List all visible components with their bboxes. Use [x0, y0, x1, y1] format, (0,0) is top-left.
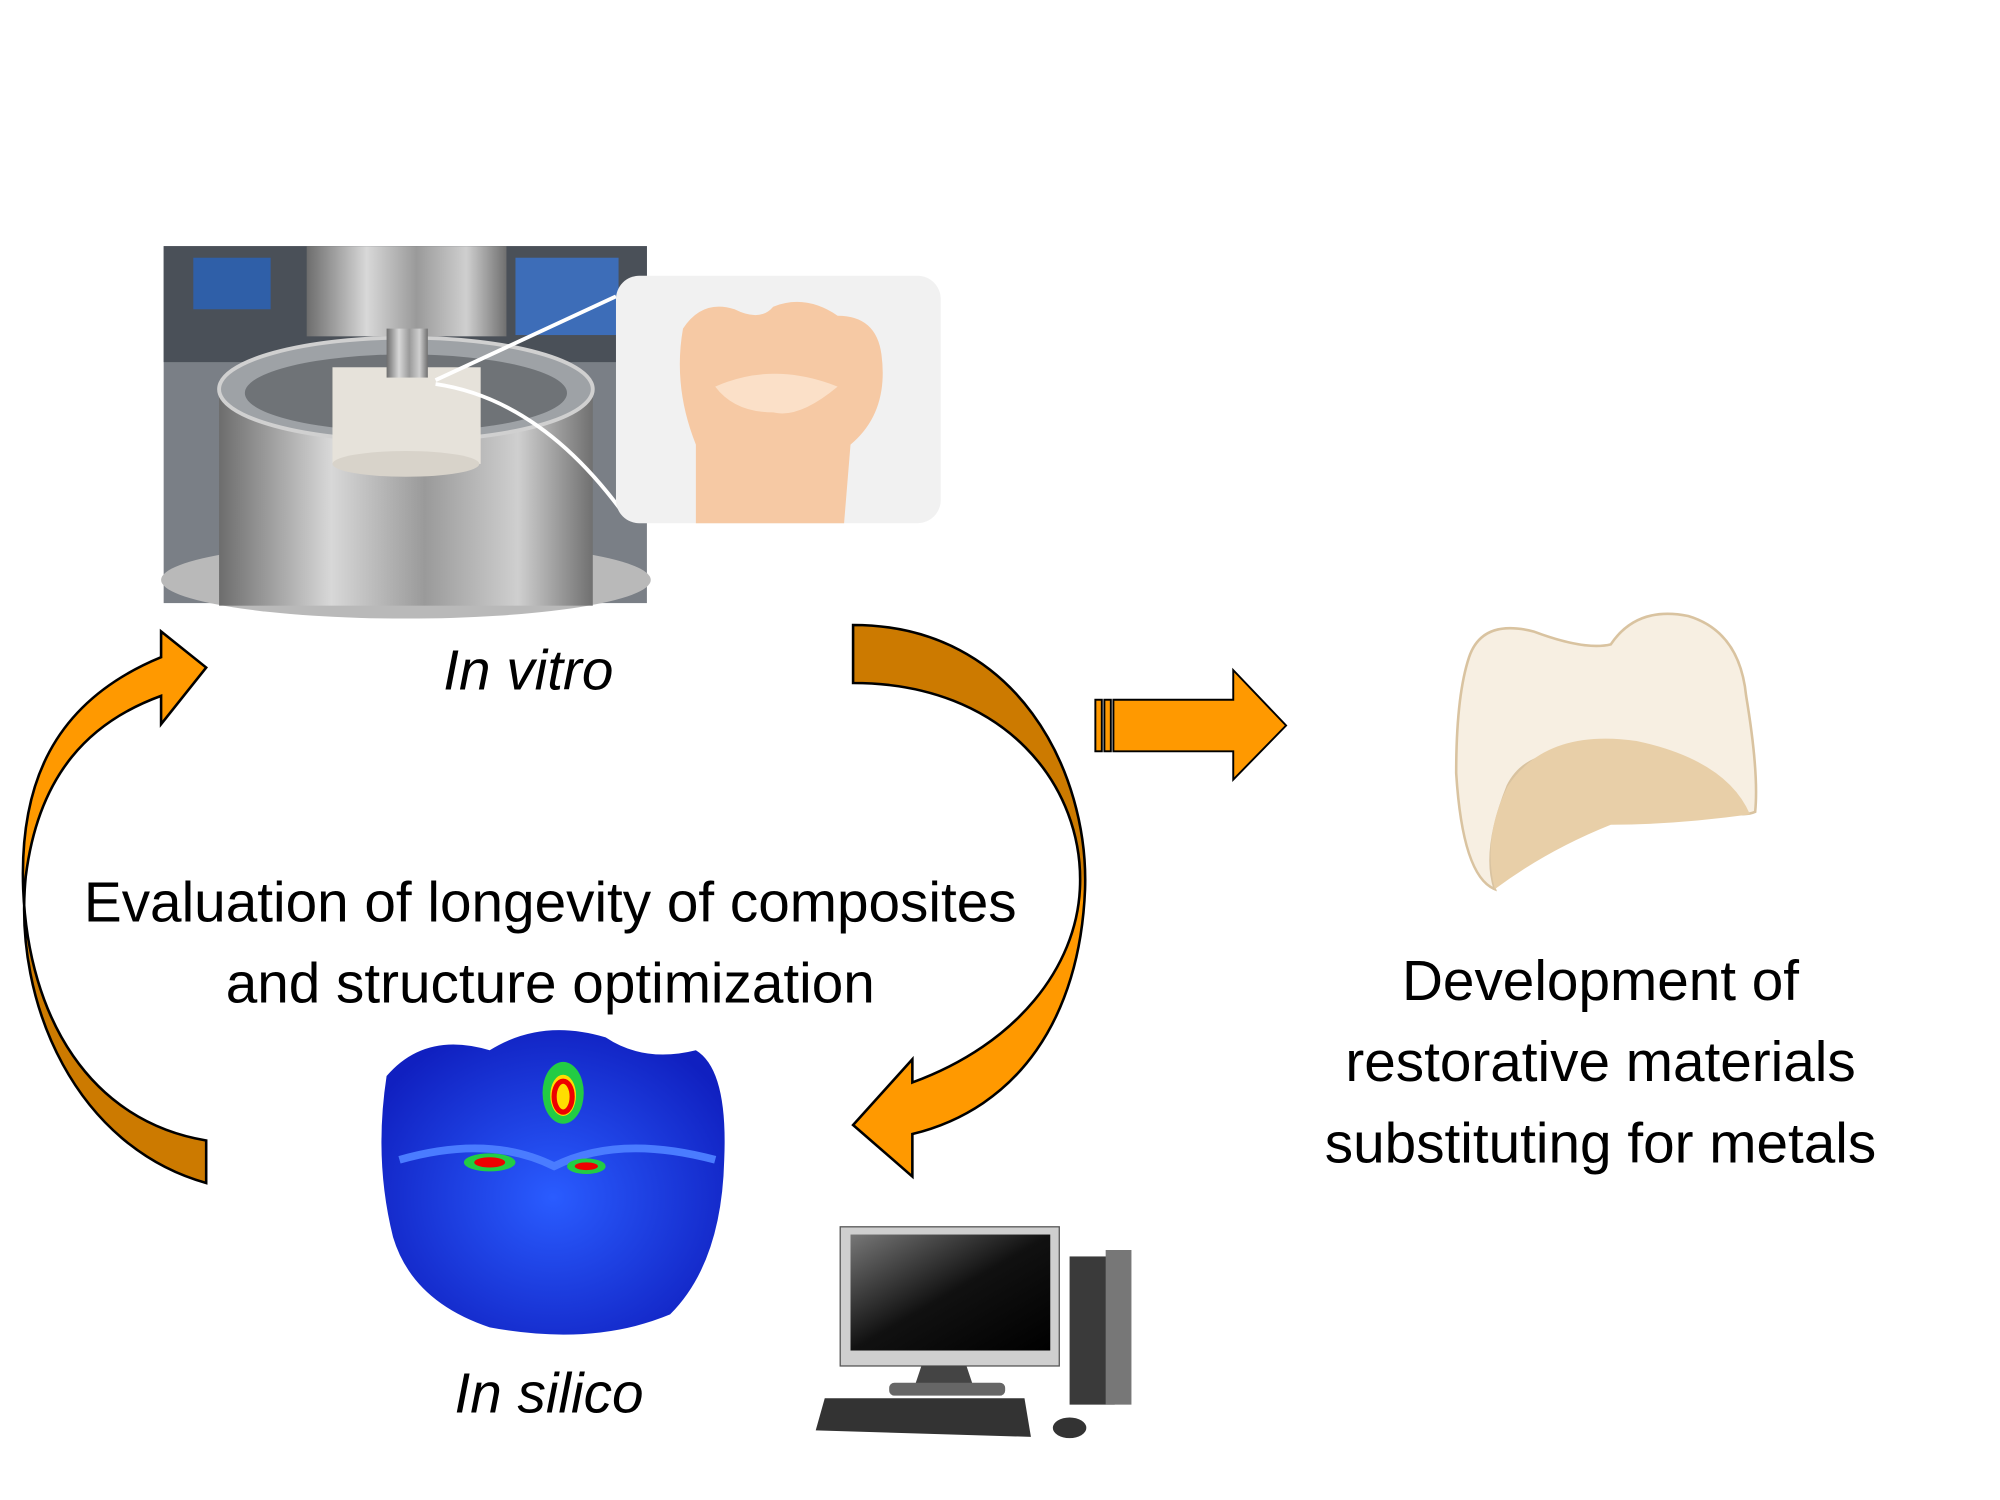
tooth-inset [434, 275, 941, 524]
in-vitro-label: In vitro [443, 639, 613, 702]
in-vitro-test-photo [161, 246, 651, 619]
arrow-right [1094, 667, 1288, 783]
center-text-line1: Evaluation of longevity of composites [84, 871, 1017, 934]
right-text-line1: Development of [1402, 950, 1799, 1013]
curved-arrow-down-right [851, 623, 1087, 1180]
curved-arrow-up-left [21, 628, 208, 1185]
computer-icon [815, 1226, 1132, 1439]
right-text-line3: substituting for metals [1325, 1112, 1876, 1175]
center-text-line2: and structure optimization [226, 953, 875, 1016]
restorative-crown-icon [1454, 612, 1758, 892]
in-silico-label: In silico [454, 1362, 643, 1425]
right-text-line2: restorative materials [1345, 1031, 1855, 1094]
fem-stress-tooth-model [381, 1030, 725, 1335]
